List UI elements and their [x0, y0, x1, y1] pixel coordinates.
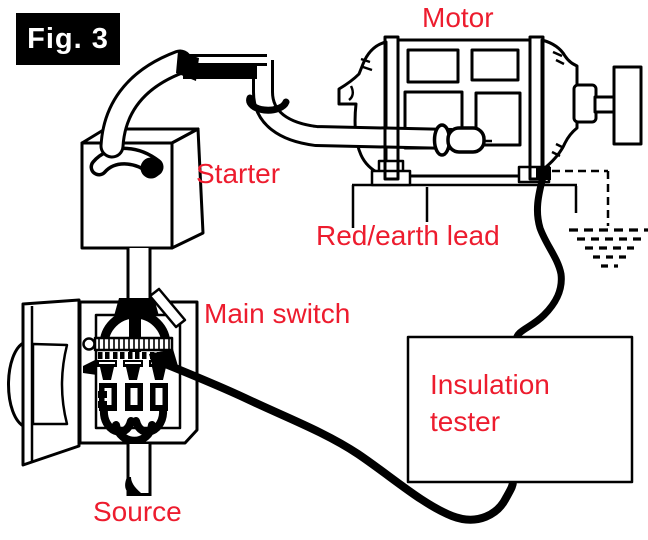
insulation-tester-label-line2: tester [430, 406, 501, 437]
insulation-tester-label: Insulation tester [430, 366, 620, 440]
source-conduit [125, 444, 152, 496]
switch-wire-loops [99, 405, 168, 445]
motor-shaft [593, 95, 617, 114]
red-earth-lead-label: Red/earth lead [316, 220, 500, 251]
motor-vent [470, 48, 520, 82]
door-bulge [7, 340, 26, 429]
insulation-tester-label-line1: Insulation [430, 369, 550, 400]
conduit-coupler [246, 94, 290, 114]
motor-pulley-disc [612, 65, 643, 146]
earth-symbol [552, 169, 648, 268]
source-label: Source [93, 496, 182, 527]
motor-shaft-hub [572, 83, 598, 124]
figure-badge: Fig. 3 [16, 13, 120, 65]
fuse-bases [98, 383, 168, 411]
motor-label: Motor [422, 2, 494, 33]
red-earth-lead [512, 167, 565, 344]
test-lead-switch [154, 357, 517, 524]
main-switch-drawing [7, 287, 199, 496]
motor-drawing [337, 38, 643, 187]
main-switch-label: Main switch [204, 298, 351, 329]
starter-label: Starter [196, 158, 281, 189]
insulation-tester-box [406, 335, 634, 484]
motor-left-endbell [337, 40, 388, 178]
door-panel [31, 342, 69, 426]
starter-inlet-conduit [99, 49, 267, 159]
starter-motor-conduit [252, 60, 453, 150]
switch-diagonal-strip [148, 287, 187, 329]
motor-vent [406, 48, 460, 84]
motor-plinth [351, 183, 578, 228]
starter-dial-knob [140, 157, 162, 179]
conduit-tip [176, 51, 199, 81]
conduit-fittings [246, 94, 492, 157]
motor-inlet-nose [446, 126, 486, 154]
